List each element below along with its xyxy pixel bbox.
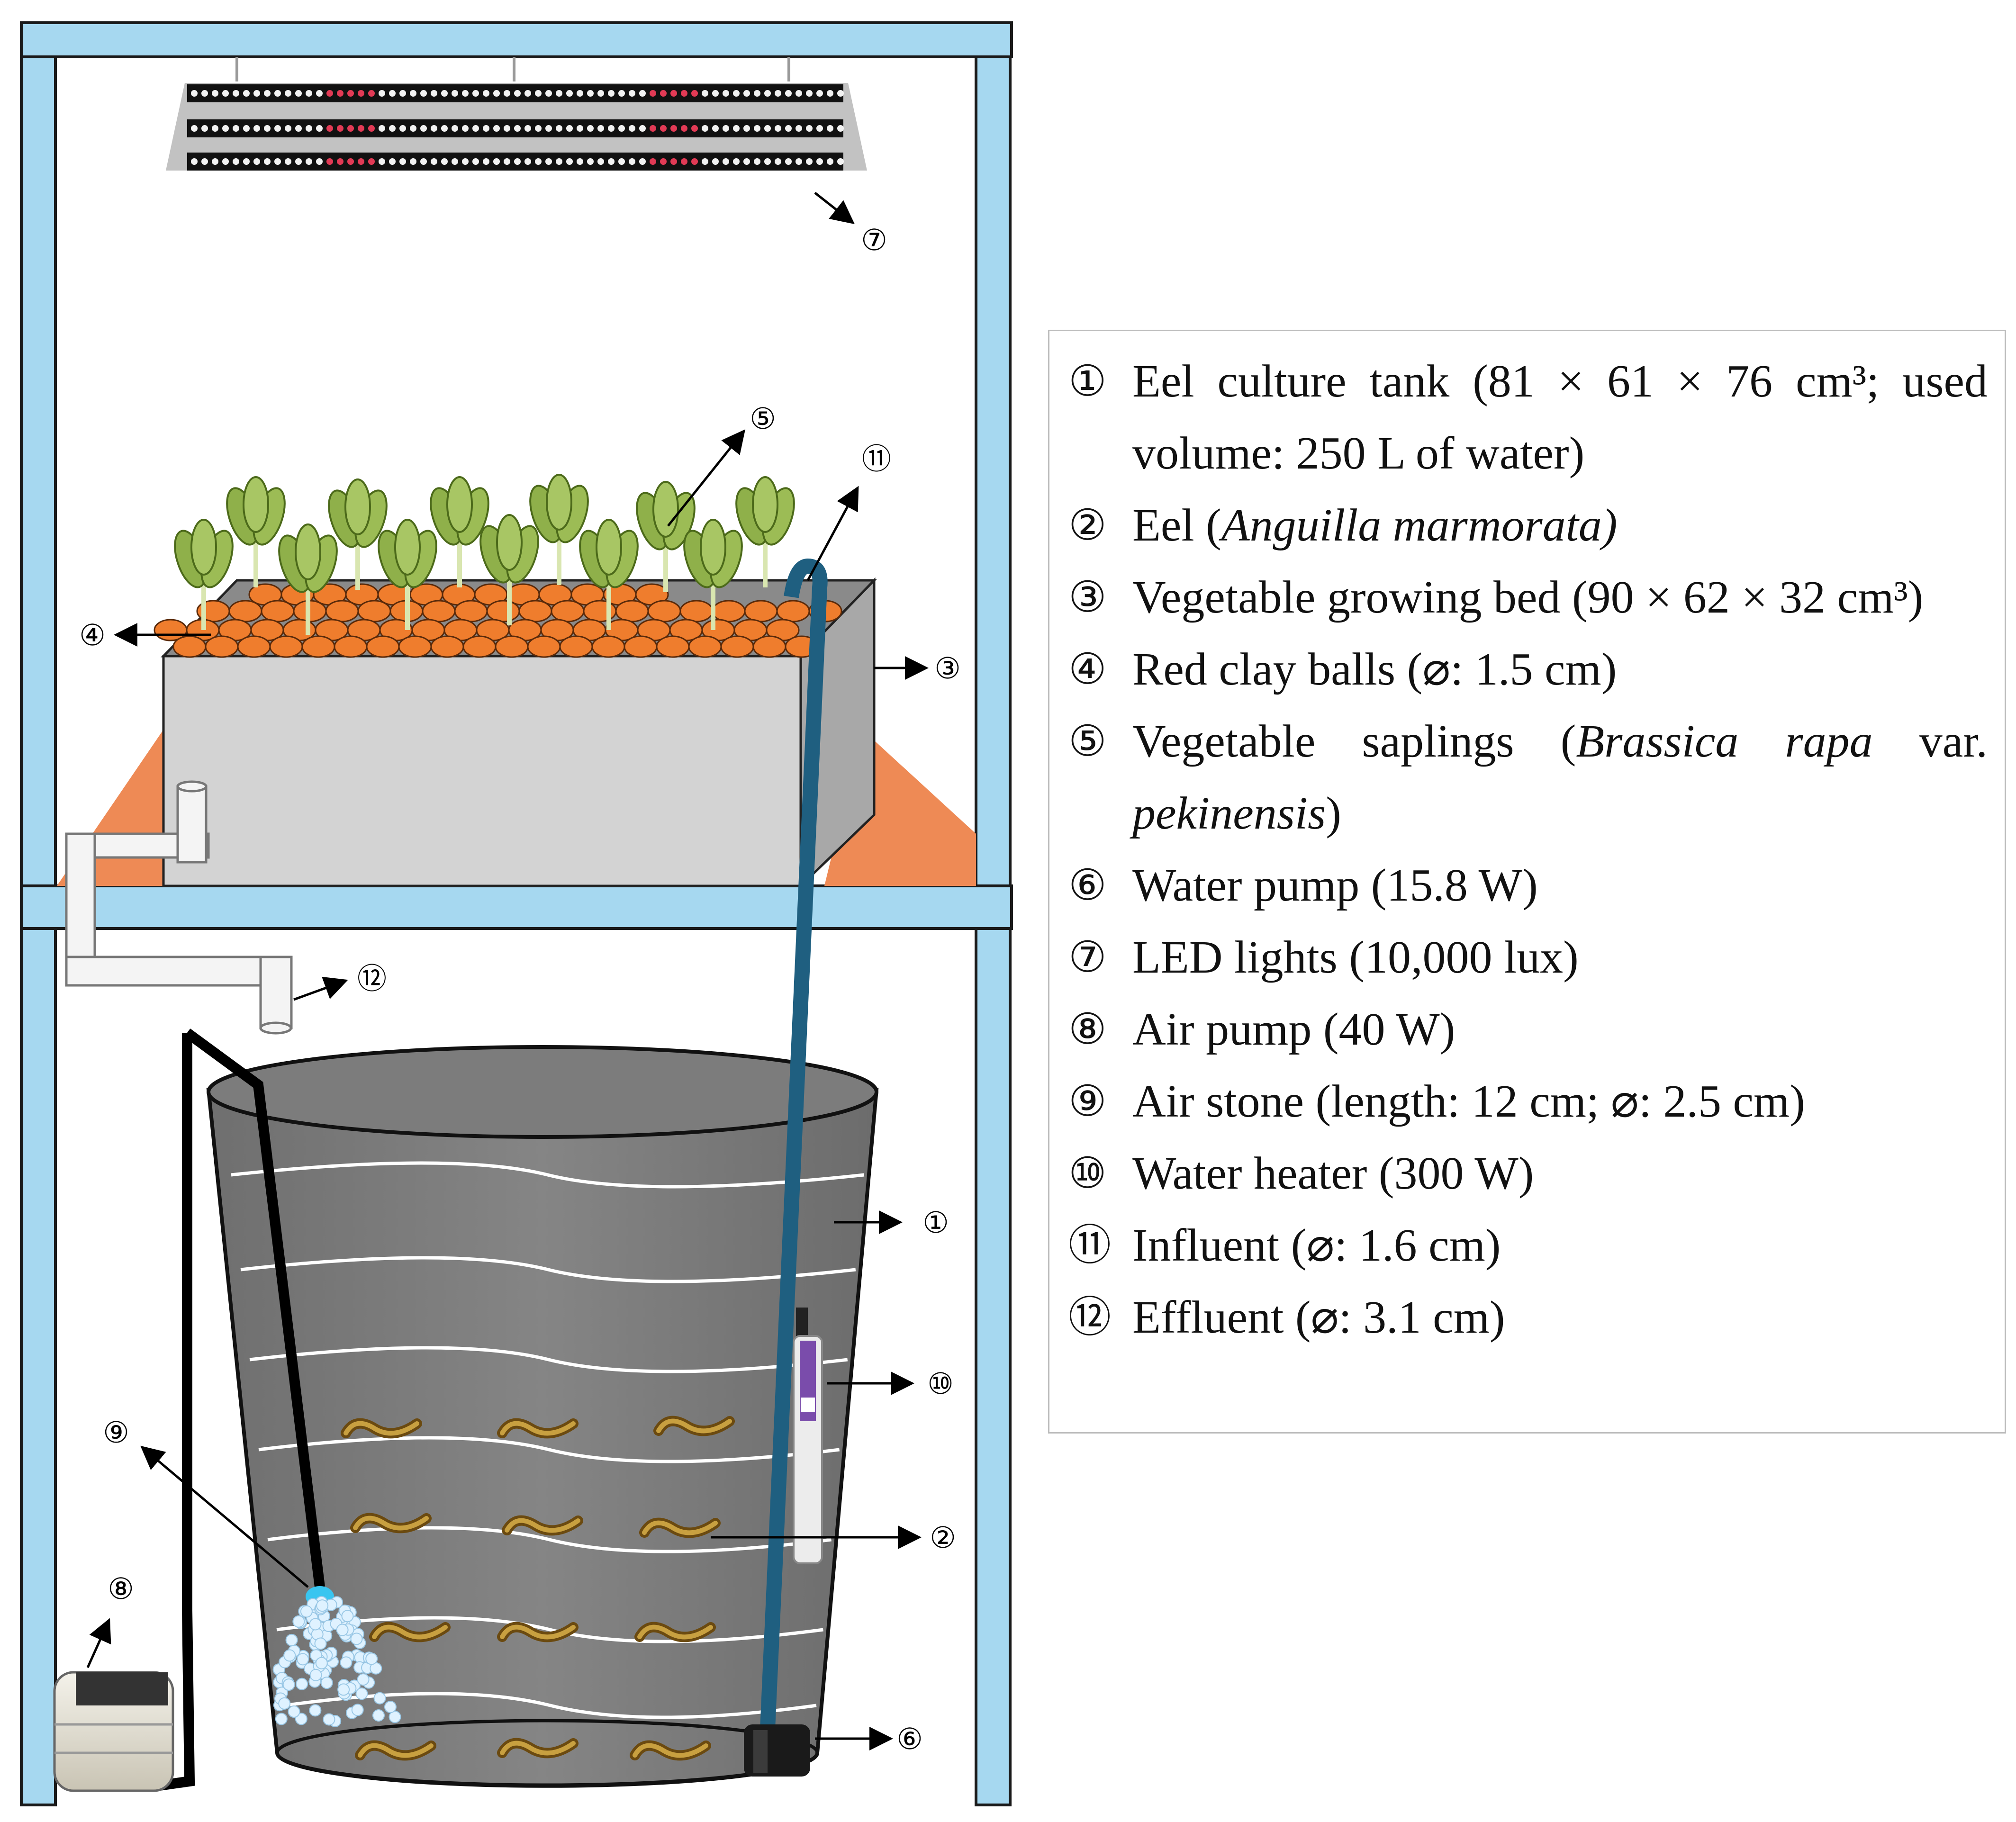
legend-italic: Brassica rapa — [1576, 716, 1873, 767]
legend-text: Water heater (300 W) — [1132, 1148, 1534, 1199]
eel-icon — [369, 1622, 451, 1642]
legend-num: ⑧ — [1068, 1004, 1107, 1054]
legend-box: ① Eel culture tank (81 × 61 × 76 cm³; use… — [1048, 330, 2006, 1434]
callout-9: ⑨ — [103, 1415, 129, 1450]
frame-shelf — [20, 884, 1013, 930]
air-pump-icon — [53, 1671, 174, 1792]
legend-text: var. — [1872, 716, 1988, 767]
eel-icon — [653, 1416, 735, 1436]
legend-num: ③ — [1068, 572, 1107, 622]
eel-culture-tank — [206, 1045, 879, 1788]
eel-icon — [634, 1622, 716, 1642]
eel-icon — [355, 1740, 436, 1761]
legend-num: ⑤ — [1068, 716, 1107, 766]
eel-icon — [497, 1418, 579, 1439]
legend-text: LED lights (10,000 lux) — [1132, 932, 1579, 983]
callout-10: ⑩ — [927, 1366, 954, 1401]
callout-1: ① — [922, 1205, 949, 1240]
influent-pipe — [760, 558, 828, 1730]
legend-item-7: ⑦ LED lights (10,000 lux) — [1068, 921, 1988, 993]
legend-text: Vegetable saplings ( — [1132, 716, 1576, 767]
legend-text: Air pump (40 W) — [1132, 1004, 1455, 1055]
legend-num: ① — [1068, 356, 1107, 406]
legend-text: ) — [1326, 788, 1341, 839]
legend-num: ④ — [1068, 644, 1107, 694]
support-frame — [20, 21, 1013, 1806]
clay-ball-icon — [154, 583, 842, 658]
legend-text: Influent (⌀: 1.6 cm) — [1132, 1220, 1501, 1271]
legend-text: Air stone (length: 12 cm; ⌀: 2.5 cm) — [1132, 1076, 1805, 1127]
legend-num: ⑫ — [1068, 1292, 1111, 1342]
eel-icon — [497, 1622, 579, 1642]
legend-italic: pekinensis — [1132, 788, 1326, 839]
led-light-bar-icon — [166, 57, 867, 171]
water-heater-icon — [793, 1308, 823, 1564]
legend-item-12: ⑫ Effluent (⌀: 3.1 cm) — [1068, 1281, 1988, 1353]
callout-11: ⑪ — [862, 442, 891, 476]
eel-icon — [630, 1740, 711, 1761]
callout-labels: ⑦ ⑤ ⑪ ④ ③ ⑫ ① ⑩ ② ⑥ ⑨ ⑧ — [79, 223, 961, 1756]
legend-item-6: ⑥ Water pump (15.8 W) — [1068, 849, 1988, 921]
air-stone-icon — [272, 1586, 401, 1727]
legend-text: Eel ( — [1132, 500, 1221, 551]
legend-text: Vegetable growing bed (90 × 62 × 32 cm³) — [1132, 572, 1924, 623]
callout-7: ⑦ — [861, 223, 887, 257]
legend-item-1: ① Eel culture tank (81 × 61 × 76 cm³; use… — [1068, 345, 1988, 489]
eel-icon — [341, 1418, 422, 1439]
vegetable-growing-bed — [57, 474, 976, 889]
callout-arrows — [86, 192, 929, 1750]
frame-top-beam — [20, 21, 1013, 58]
legend-num: ⑪ — [1068, 1220, 1111, 1270]
frame-right-post — [975, 55, 1012, 1806]
eel-icon — [502, 1515, 583, 1536]
legend-item-11: ⑪ Influent (⌀: 1.6 cm) — [1068, 1209, 1988, 1281]
legend-num: ⑨ — [1068, 1076, 1107, 1126]
legend-num: ⑩ — [1068, 1148, 1107, 1198]
legend-num: ② — [1068, 500, 1107, 550]
legend-num: ⑦ — [1068, 932, 1107, 982]
legend-item-9: ⑨ Air stone (length: 12 cm; ⌀: 2.5 cm) — [1068, 1065, 1988, 1137]
vegetable-sapling-icon — [174, 474, 795, 635]
legend-num: ⑥ — [1068, 860, 1107, 910]
eel-icon — [350, 1513, 432, 1533]
callout-6: ⑥ — [896, 1722, 923, 1756]
callout-12: ⑫ — [357, 961, 387, 996]
eel-icon — [497, 1738, 579, 1759]
effluent-pipe — [65, 780, 293, 1035]
legend-item-10: ⑩ Water heater (300 W) — [1068, 1137, 1988, 1209]
callout-3: ③ — [934, 651, 961, 686]
eel-icon — [639, 1517, 721, 1538]
legend-item-4: ④ Red clay balls (⌀: 1.5 cm) — [1068, 633, 1988, 705]
water-pump-icon — [744, 1724, 810, 1777]
callout-2: ② — [930, 1520, 956, 1555]
callout-4: ④ — [79, 618, 106, 652]
callout-8: ⑧ — [108, 1571, 134, 1606]
legend-item-3: ③ Vegetable growing bed (90 × 62 × 32 cm³… — [1068, 561, 1988, 633]
legend-item-8: ⑧ Air pump (40 W) — [1068, 993, 1988, 1065]
legend-text: Water pump (15.8 W) — [1132, 860, 1538, 911]
legend-text: Eel culture tank (81 × 61 × 76 cm³; used… — [1132, 356, 1988, 479]
legend-text: Red clay balls (⌀: 1.5 cm) — [1132, 644, 1617, 695]
legend-italic: Anguilla marmorata) — [1221, 500, 1618, 551]
callout-5: ⑤ — [750, 401, 776, 436]
frame-left-post — [20, 55, 57, 1806]
air-pump-assembly — [53, 1028, 401, 1792]
legend-text: Effluent (⌀: 3.1 cm) — [1132, 1292, 1505, 1343]
legend-item-2: ② Eel (Anguilla marmorata) — [1068, 489, 1988, 561]
